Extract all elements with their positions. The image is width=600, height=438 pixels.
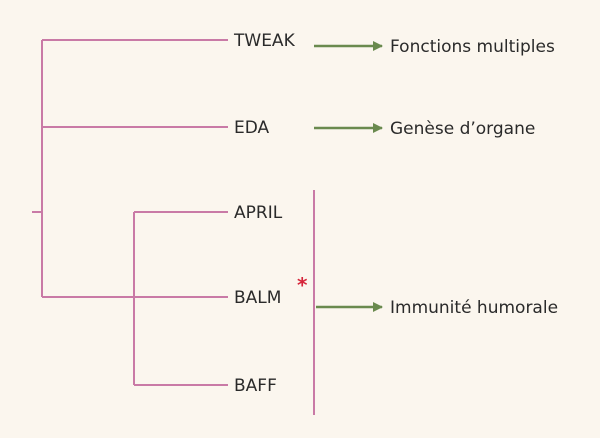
function-arrows [314,41,383,312]
asterisk-marker: * [297,273,308,297]
label-april: APRIL [234,203,283,223]
function-multiple: Fonctions multiples [390,37,555,57]
label-baff: BAFF [234,376,277,396]
tree-branches [32,39,315,415]
label-balm: BALM [234,288,281,308]
function-organ: Genèse d’organe [390,119,535,139]
ligand-labels: TWEAK EDA APRIL BALM BAFF [233,31,296,396]
label-tweak: TWEAK [233,31,296,51]
function-labels: Fonctions multiples Genèse d’organe Immu… [390,37,558,318]
label-eda: EDA [234,118,270,138]
function-humoral: Immunité humorale [390,298,558,318]
